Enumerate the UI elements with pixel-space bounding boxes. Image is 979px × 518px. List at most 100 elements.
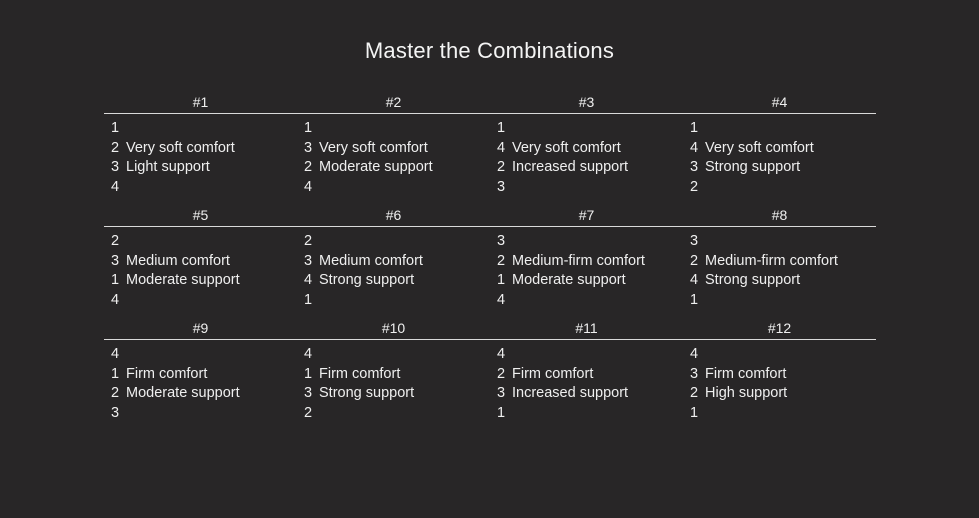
combination-line: 1 Moderate support (497, 271, 683, 291)
layer-number: 3 (111, 159, 120, 176)
layer-number: 4 (111, 291, 120, 308)
layer-description: Strong support (319, 385, 415, 402)
combination-line: 2 Increased support (497, 158, 683, 178)
combination-line: 4 (111, 178, 297, 198)
layer-number: 4 (304, 346, 313, 362)
combination-line: 4 (304, 345, 490, 365)
layer-description: Increased support (512, 159, 629, 176)
combination-line: 4 (111, 345, 297, 365)
combination-line: 1 Firm comfort (111, 365, 297, 385)
layer-description: Moderate support (512, 272, 626, 289)
layer-number: 1 (497, 272, 506, 289)
layer-number: 4 (111, 346, 120, 362)
layer-description: Increased support (512, 385, 629, 402)
combination-line: 1 (690, 291, 876, 311)
combination-line: 4 (497, 291, 683, 311)
layer-number: 2 (111, 385, 120, 402)
layer-number: 2 (690, 385, 699, 402)
layer-description: Light support (126, 159, 210, 176)
layer-number: 2 (304, 233, 313, 249)
combination-line: 3 (111, 404, 297, 424)
layer-number: 3 (690, 365, 699, 382)
layer-number: 4 (304, 178, 313, 195)
layer-description: Moderate support (319, 159, 433, 176)
combination-line: 1 (304, 119, 490, 139)
layer-description: Very soft comfort (126, 139, 235, 156)
layer-number: 1 (497, 120, 506, 136)
combination-line: 1 (690, 404, 876, 424)
combination-line: 2 (304, 232, 490, 252)
combination-line: 4 (111, 291, 297, 311)
layer-number: 1 (304, 365, 313, 382)
layer-number: 4 (690, 139, 699, 156)
combination-line: 2 (690, 178, 876, 198)
layer-number: 4 (497, 346, 506, 362)
layer-description: Strong support (705, 272, 801, 289)
combination-line: 3 (690, 232, 876, 252)
layer-description: Medium comfort (126, 252, 230, 269)
layer-number: 2 (690, 252, 699, 269)
combination-label: #5 (192, 207, 209, 223)
layer-number: 3 (304, 139, 313, 156)
combination-line: 3 Light support (111, 158, 297, 178)
combination-label: #12 (767, 320, 792, 336)
layer-number: 3 (497, 385, 506, 402)
combination-line: 2 (304, 404, 490, 424)
layer-number: 3 (111, 404, 120, 421)
layer-number: 2 (304, 404, 313, 421)
layer-number: 3 (690, 159, 699, 176)
combination-line: 3 Increased support (497, 384, 683, 404)
layer-number: 2 (497, 159, 506, 176)
layer-number: 3 (497, 178, 506, 195)
layer-description: Firm comfort (512, 365, 594, 382)
row-divider (104, 226, 876, 227)
layer-number: 1 (111, 365, 120, 382)
combination-line: 2 (111, 232, 297, 252)
layer-number: 3 (304, 385, 313, 402)
combination-line: 3 (497, 178, 683, 198)
layer-number: 4 (690, 346, 699, 362)
combination-label: #3 (578, 94, 595, 110)
combination-line: 1 (690, 119, 876, 139)
combination-line: 3 Strong support (304, 384, 490, 404)
layer-number: 1 (690, 404, 699, 421)
layer-number: 3 (304, 252, 313, 269)
layer-number: 4 (304, 272, 313, 289)
combination-label: #11 (575, 320, 598, 336)
layer-description: High support (705, 385, 788, 402)
page-title: Master the Combinations (364, 38, 615, 63)
combination-label: #8 (771, 207, 788, 223)
combination-line: 3 (497, 232, 683, 252)
layer-number: 2 (111, 233, 120, 249)
layer-description: Firm comfort (126, 365, 208, 382)
combination-lines: 4 3 Firm comfort 2 High support 1 (683, 345, 876, 423)
layer-description: Firm comfort (705, 365, 787, 382)
combination-line: 1 (497, 119, 683, 139)
